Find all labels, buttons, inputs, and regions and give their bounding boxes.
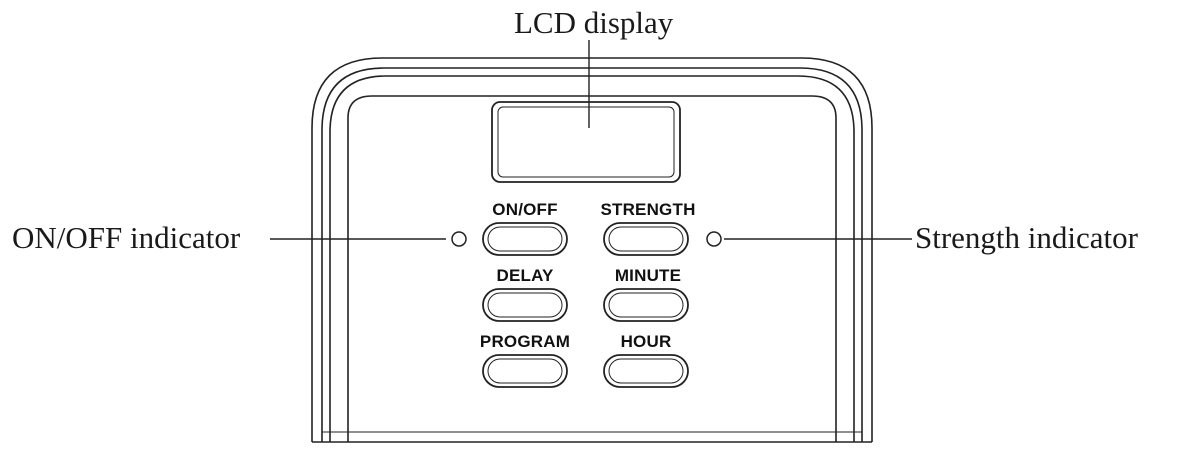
hour-button-label: HOUR (620, 332, 672, 351)
hour-button[interactable] (603, 354, 689, 388)
on-off-button[interactable] (482, 222, 568, 256)
lcd-display-label: LCD display (514, 5, 674, 40)
lcd-screen-inner (497, 106, 675, 178)
minute-button-label: MINUTE (614, 266, 682, 285)
lcd-screen (491, 101, 681, 183)
strength-button-label: STRENGTH (600, 200, 696, 219)
program-button-label: PROGRAM (479, 332, 571, 351)
minute-button[interactable] (603, 288, 689, 322)
housing-inner-2 (329, 75, 855, 442)
delay-button[interactable] (482, 288, 568, 322)
face-panel (347, 95, 837, 442)
housing-outer (311, 57, 873, 442)
program-button[interactable] (482, 354, 568, 388)
housing-inner-1 (321, 67, 863, 442)
on-off-button-label: ON/OFF (492, 200, 558, 219)
on-off-indicator-label: ON/OFF indicator (12, 220, 241, 255)
on-off-indicator-led (451, 231, 467, 247)
strength-indicator-led (706, 231, 722, 247)
delay-button-label: DELAY (496, 266, 554, 285)
strength-indicator-label: Strength indicator (915, 220, 1138, 255)
strength-button[interactable] (603, 222, 689, 256)
